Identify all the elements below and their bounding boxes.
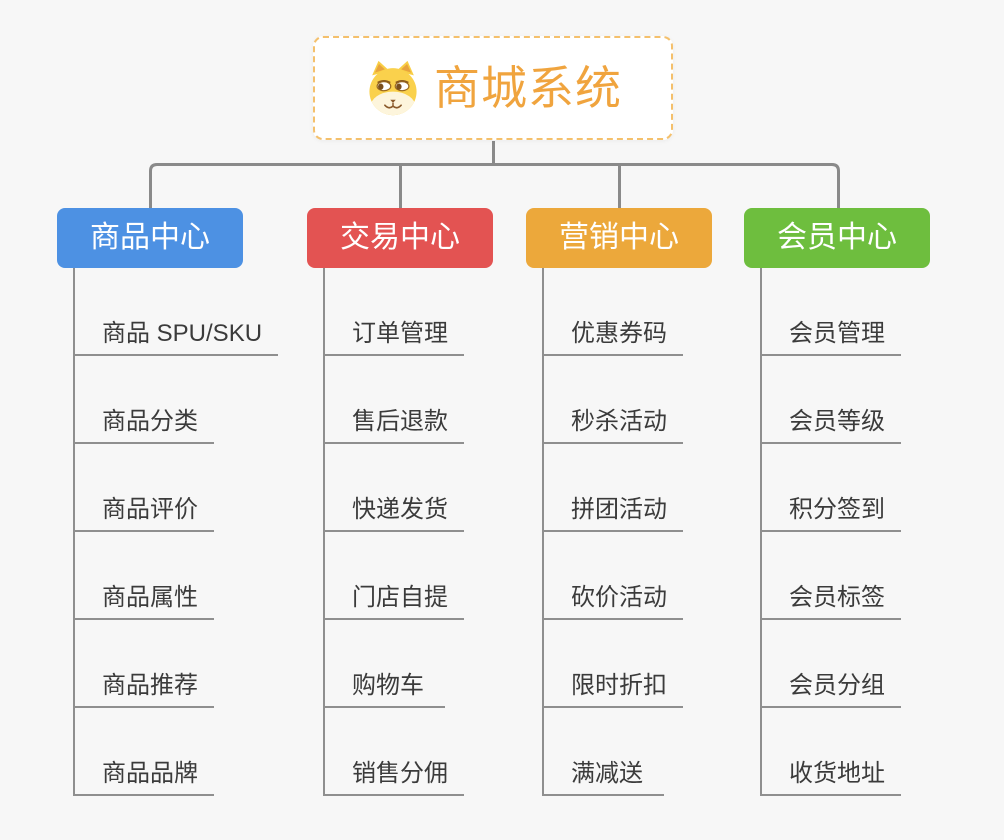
leaf-node[interactable]: 快递发货 [325,444,464,532]
branch-product-center: 商品中心 商品 SPU/SKU 商品分类 商品评价 商品属性 商品推荐 商品品牌 [57,208,317,796]
leaf-node[interactable]: 会员分组 [762,620,901,708]
branch-trade-center: 交易中心 订单管理 售后退款 快递发货 门店自提 购物车 销售分佣 [307,208,567,796]
leaf-list-member-center: 会员管理 会员等级 积分签到 会员标签 会员分组 收货地址 [760,268,1004,796]
branch-member-center: 会员中心 会员管理 会员等级 积分签到 会员标签 会员分组 收货地址 [744,208,1004,796]
leaf-list-trade-center: 订单管理 售后退款 快递发货 门店自提 购物车 销售分佣 [323,268,567,796]
leaf-node[interactable]: 会员标签 [762,532,901,620]
leaf-node[interactable]: 商品 SPU/SKU [75,268,279,356]
leaf-node[interactable]: 购物车 [325,620,445,708]
root-title: 商城系统 [434,62,622,114]
branch-header-trade-center[interactable]: 交易中心 [307,208,493,268]
branch-header-member-center[interactable]: 会员中心 [744,208,930,268]
branch-marketing-center: 营销中心 优惠券码 秒杀活动 拼团活动 砍价活动 限时折扣 满减送 [526,208,786,796]
leaf-node[interactable]: 订单管理 [325,268,464,356]
leaf-node[interactable]: 商品属性 [75,532,214,620]
leaf-node[interactable]: 会员管理 [762,268,901,356]
leaf-node[interactable]: 售后退款 [325,356,464,444]
leaf-node[interactable]: 商品推荐 [75,620,214,708]
dog-face-icon [364,59,422,117]
leaf-node[interactable]: 满减送 [544,708,664,796]
leaf-node[interactable]: 商品品牌 [75,708,214,796]
leaf-node[interactable]: 销售分佣 [325,708,464,796]
leaf-node[interactable]: 商品分类 [75,356,214,444]
leaf-node[interactable]: 商品评价 [75,444,214,532]
leaf-node[interactable]: 收货地址 [762,708,901,796]
leaf-node[interactable]: 会员等级 [762,356,901,444]
leaf-node[interactable]: 拼团活动 [544,444,683,532]
leaf-node[interactable]: 砍价活动 [544,532,683,620]
leaf-list-marketing-center: 优惠券码 秒杀活动 拼团活动 砍价活动 限时折扣 满减送 [542,268,786,796]
leaf-node[interactable]: 积分签到 [762,444,901,532]
leaf-node[interactable]: 秒杀活动 [544,356,683,444]
leaf-list-product-center: 商品 SPU/SKU 商品分类 商品评价 商品属性 商品推荐 商品品牌 [73,268,317,796]
branch-header-marketing-center[interactable]: 营销中心 [526,208,712,268]
leaf-node[interactable]: 限时折扣 [544,620,683,708]
branch-header-product-center[interactable]: 商品中心 [57,208,243,268]
root-node[interactable]: 商城系统 [313,36,673,140]
leaf-node[interactable]: 门店自提 [325,532,464,620]
leaf-node[interactable]: 优惠券码 [544,268,683,356]
